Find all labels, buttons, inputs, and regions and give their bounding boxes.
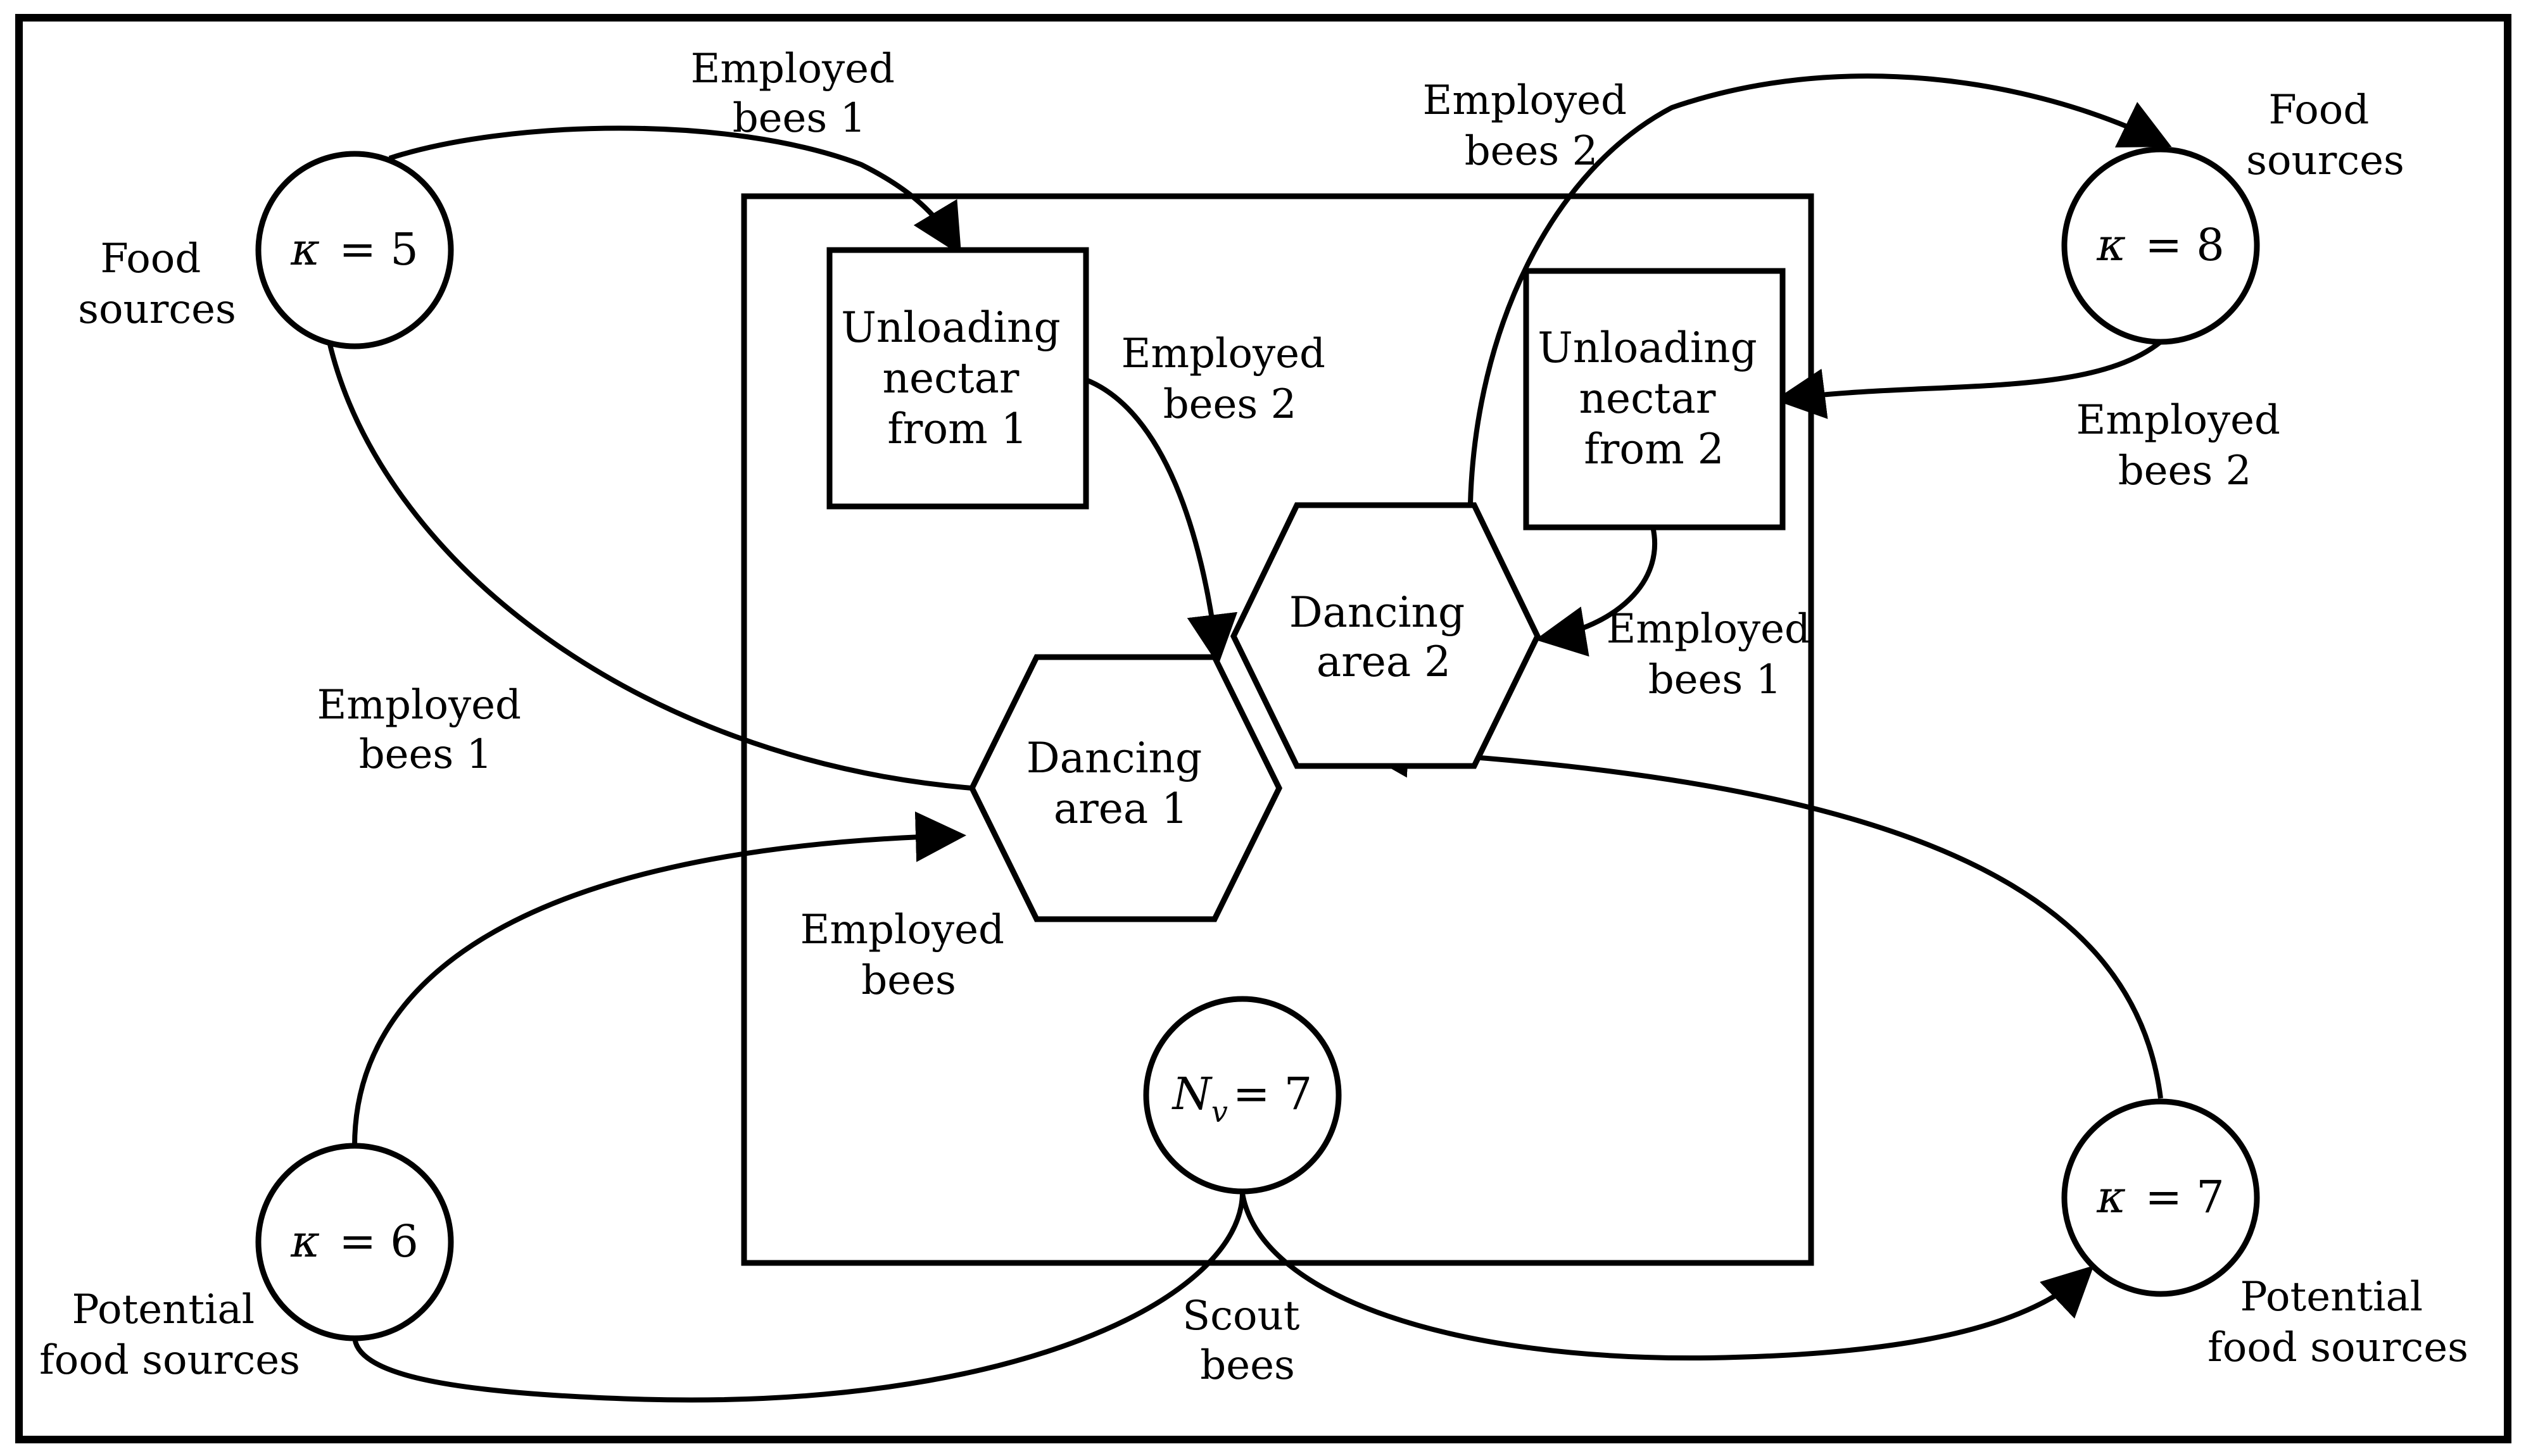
edge-food1-to-dance1 — [327, 341, 973, 791]
edge-food2-to-unload2 — [1774, 339, 2163, 419]
label-employed-1-top: Employed bees 1 — [691, 46, 908, 142]
svg-text:Unloading nectar f: Unloading nectar from 1 — [841, 303, 1073, 453]
label-employed-2-right: Employed bees 2 — [2076, 397, 2294, 494]
edge-potential1-to-dance1 — [352, 811, 966, 1146]
unloading-box-2: Unloading nectar from 2 — [1523, 268, 1786, 530]
edge-unload2-to-dance2 — [1535, 526, 1658, 657]
label-food-sources-right: Food sources — [2246, 87, 2404, 184]
label-employed-bees: Employed bees — [800, 907, 1018, 1004]
kappa-symbol: κ — [290, 223, 320, 275]
kappa-symbol: κ — [2096, 1171, 2126, 1223]
label-food-sources-left: Food sources — [78, 235, 236, 333]
label-scout-bees: Scout bees — [1182, 1293, 1313, 1389]
edge-dance2-to-food2 — [1468, 73, 2172, 504]
edge-unload1-to-dance1 — [1085, 377, 1238, 665]
hive-box — [741, 193, 1814, 1266]
label-employed-2-inner: Employed bees 2 — [1121, 330, 1339, 428]
dancing-area-2: Dancing area 2 — [1230, 502, 1541, 769]
edge-food1-to-unload1 — [388, 125, 962, 256]
label-employed-1-left: Employed bees 1 — [317, 682, 534, 778]
svg-text:κ = 8: κ = 8 — [2096, 219, 2225, 271]
outer-frame — [15, 14, 2511, 1443]
scout-bees-node: Nv= 7 — [1143, 996, 1342, 1195]
kappa-symbol: κ — [290, 1215, 320, 1267]
label-potential-left: Potential food sources — [39, 1286, 300, 1384]
svg-text:Nv= 7: Nv= 7 — [1171, 1068, 1313, 1129]
edge-scouts-to-potential2 — [1240, 1193, 2094, 1361]
edge-potential2-to-dance2 — [1358, 727, 2163, 1099]
food-source-node-2: κ = 8 — [2061, 146, 2260, 345]
svg-text:Dancing area 2: Dancing area 2 — [1289, 588, 1479, 686]
dancing-area-1: Dancing area 1 — [968, 654, 1283, 922]
edge-scouts-to-potential1 — [352, 1193, 1245, 1403]
svg-text:κ = 5: κ = 5 — [290, 223, 419, 275]
label-employed-2-top: Employed bees 2 — [1423, 77, 1640, 175]
svg-text:κ = 6: κ = 6 — [290, 1215, 419, 1267]
n-symbol: N — [1171, 1068, 1213, 1120]
label-employed-1-inner-right: Employed bees 1 — [1607, 606, 1824, 703]
svg-text:κ = 7: κ = 7 — [2096, 1171, 2225, 1223]
food-source-node-1: κ = 5 — [255, 151, 454, 349]
unloading-box-1: Unloading nectar from 1 — [826, 247, 1089, 510]
potential-food-source-node-2: κ = 7 — [2061, 1098, 2260, 1297]
svg-text:Dancing area 1: Dancing area 1 — [1026, 734, 1216, 833]
label-potential-right: Potential food sources — [2207, 1274, 2468, 1371]
potential-food-source-node-1: κ = 6 — [255, 1143, 454, 1341]
svg-text:Unloading nectar f: Unloading nectar from 2 — [1538, 323, 1770, 474]
kappa-symbol: κ — [2096, 219, 2126, 271]
